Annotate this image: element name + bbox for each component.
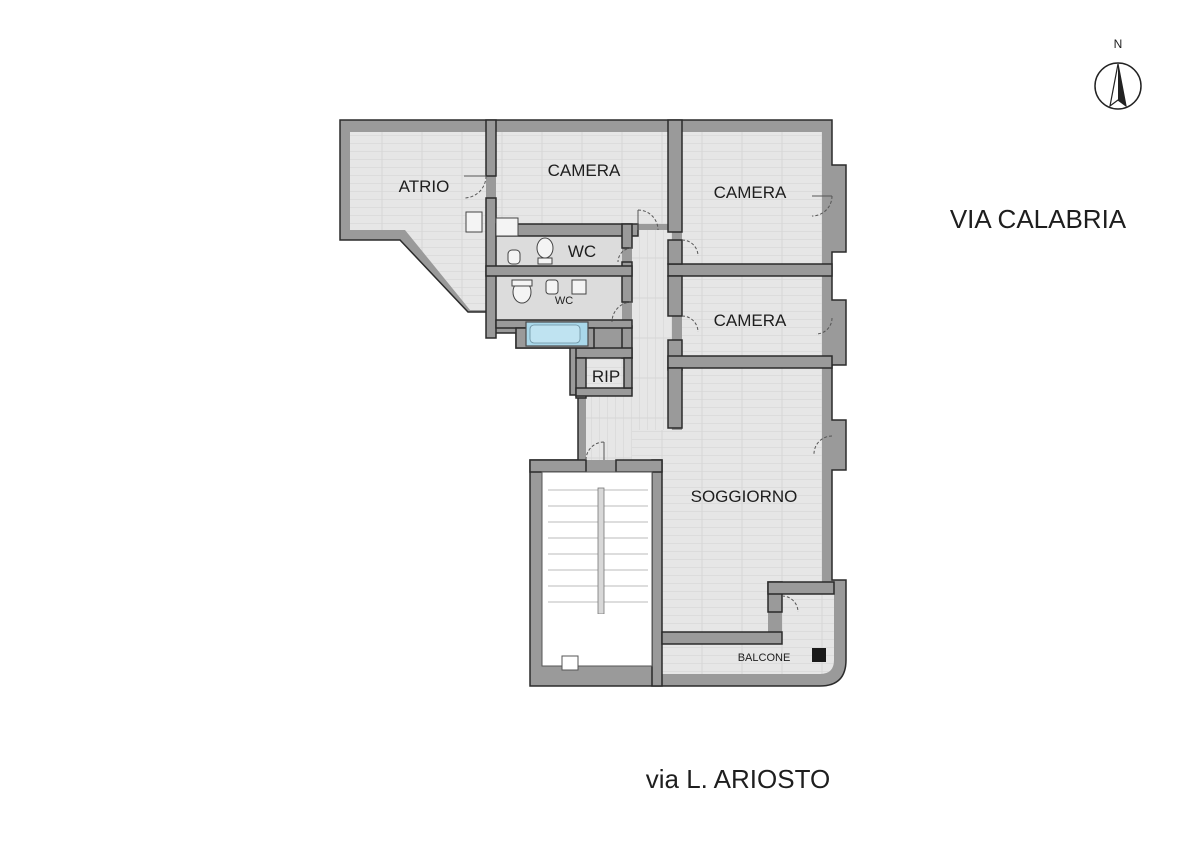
camera-right-top-floor (682, 132, 822, 264)
room-label-wc-small: WC (555, 295, 573, 307)
compass: N (1094, 37, 1142, 110)
shower-wc (495, 217, 519, 237)
staircase (541, 471, 653, 671)
rip-floor (586, 358, 624, 388)
compass-label: N (1114, 37, 1123, 51)
room-label-balcone: BALCONE (738, 652, 791, 664)
toilet-wc-large (536, 237, 554, 265)
soggiorno-floor (632, 368, 822, 632)
floors (350, 132, 834, 674)
balcone-floor (662, 594, 834, 674)
street-label-east: VIA CALABRIA (950, 204, 1127, 234)
room-label-soggiorno: SOGGIORNO (691, 487, 798, 506)
bidet-wc-large (507, 249, 521, 265)
room-label-rip: RIP (592, 367, 620, 386)
room-label-wc-large: WC (568, 242, 596, 261)
room-label-camera-right-mid: CAMERA (714, 311, 787, 330)
street-label-south: via L. ARIOSTO (646, 764, 830, 794)
room-label-camera-right-top: CAMERA (714, 183, 787, 202)
camera-right-mid-floor (682, 276, 822, 356)
landing-floor (586, 396, 632, 460)
camera-top-floor (496, 132, 668, 224)
doors (463, 175, 833, 613)
toilet-wc-small (511, 279, 533, 304)
sink-atrio (465, 211, 483, 233)
sink-wc-small (545, 279, 587, 295)
balcone-pillar (812, 648, 826, 662)
room-label-camera-top: CAMERA (548, 161, 621, 180)
bathtub (525, 321, 589, 347)
room-label-atrio: ATRIO (399, 177, 450, 196)
atrio-floor (350, 132, 486, 310)
